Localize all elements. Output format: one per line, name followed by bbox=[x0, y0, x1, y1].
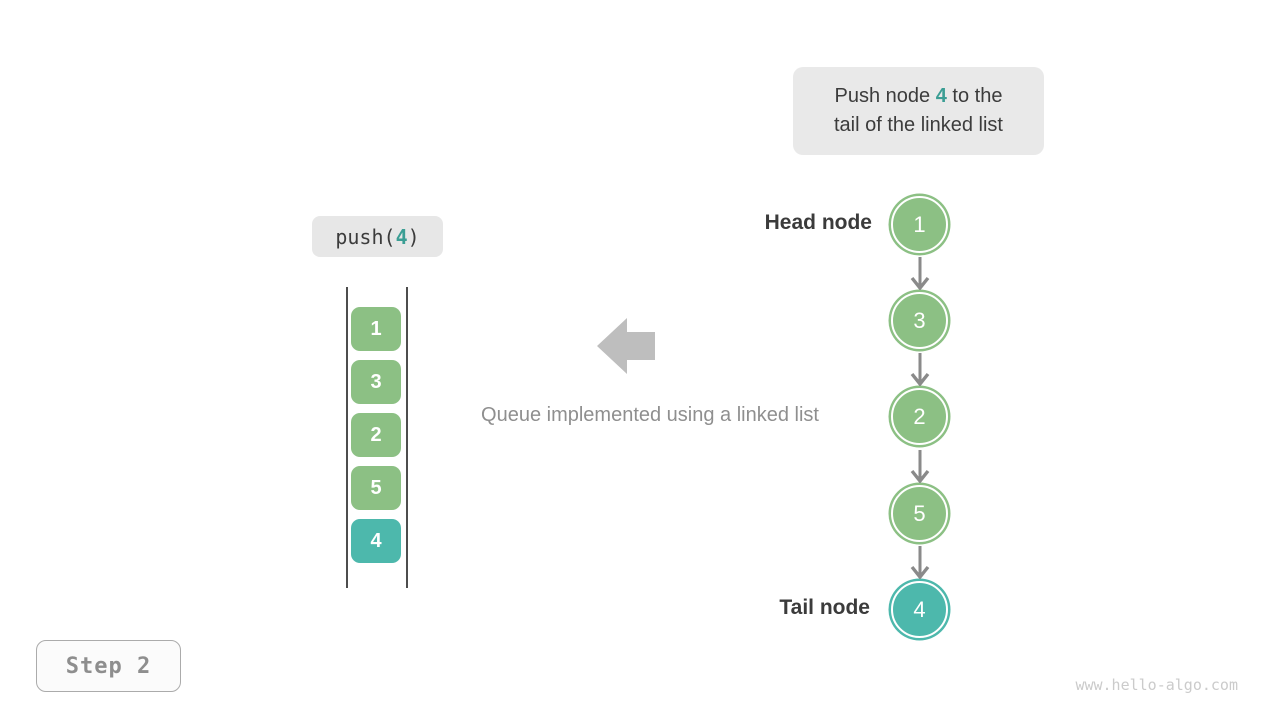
queue-item: 3 bbox=[351, 360, 401, 404]
push-operation-label: push(4) bbox=[312, 216, 443, 257]
connector-arrow-icon bbox=[910, 353, 930, 386]
queue-item-pushed: 4 bbox=[351, 519, 401, 563]
diagram-caption: Queue implemented using a linked list bbox=[481, 404, 819, 426]
connector-arrow-icon bbox=[910, 257, 930, 290]
push-label-arg: 4 bbox=[395, 224, 408, 249]
list-node: 2 bbox=[891, 388, 948, 445]
tail-node-label: Tail node bbox=[779, 596, 870, 619]
connector-arrow-icon bbox=[910, 546, 930, 579]
callout-line1-post: to the bbox=[946, 85, 1003, 107]
step-badge: Step 2 bbox=[36, 640, 181, 692]
callout-text: Push node 4 to the tail of the linked li… bbox=[834, 82, 1003, 140]
list-node: 1 bbox=[891, 196, 948, 253]
callout-line1-pre: Push node bbox=[834, 85, 936, 107]
callout-highlight-value: 4 bbox=[935, 85, 947, 107]
queue-rail-left bbox=[346, 287, 348, 588]
push-label-pre: push( bbox=[335, 224, 396, 249]
queue-rail-right bbox=[406, 287, 408, 588]
list-node-tail: 4 bbox=[891, 581, 948, 638]
queue-item: 5 bbox=[351, 466, 401, 510]
watermark: www.hello-algo.com bbox=[1075, 676, 1238, 694]
queue-item: 1 bbox=[351, 307, 401, 351]
left-block-arrow-icon bbox=[597, 318, 655, 374]
head-node-label: Head node bbox=[764, 211, 872, 234]
list-node: 3 bbox=[891, 292, 948, 349]
queue-item: 2 bbox=[351, 413, 401, 457]
callout-push-node: Push node 4 to the tail of the linked li… bbox=[793, 67, 1044, 155]
callout-line2: tail of the linked list bbox=[834, 114, 1003, 136]
connector-arrow-icon bbox=[910, 450, 930, 483]
list-node: 5 bbox=[891, 485, 948, 542]
push-label-post: ) bbox=[407, 224, 420, 249]
